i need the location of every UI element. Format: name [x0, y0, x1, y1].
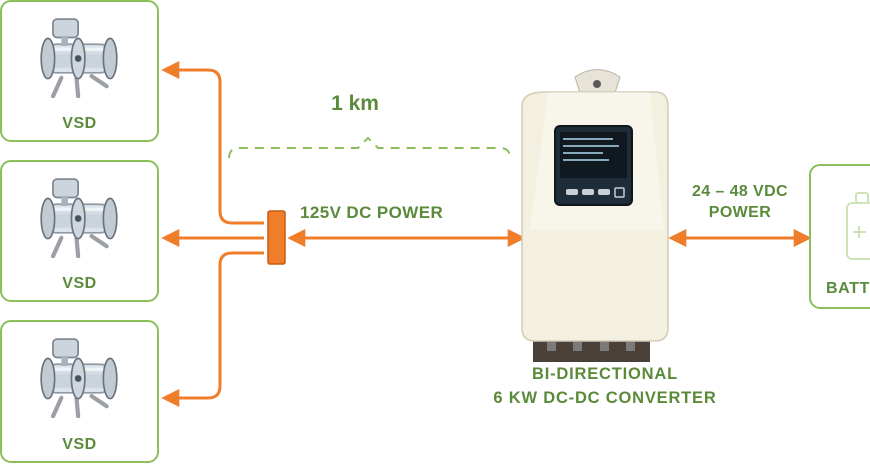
battery-voltage-label: 24 – 48 VDC POWER [675, 181, 805, 223]
converter-label: BI-DIRECTIONAL 6 KW DC-DC CONVERTER [440, 362, 770, 410]
mounting-hole [593, 80, 601, 88]
power-connections [161, 61, 812, 407]
dc-dc-converter [521, 69, 669, 362]
converter-label-line: BI-DIRECTIONAL [532, 365, 678, 383]
arrow-to-vsd-1 [161, 61, 264, 225]
vsd-label: VSD [62, 275, 97, 292]
vsd-label: VSD [62, 115, 97, 132]
vsd-label: VSD [62, 436, 97, 453]
vsd-unit-1 [0, 0, 159, 142]
battery-label: BATT [826, 280, 870, 297]
distance-label: 1 km [331, 92, 379, 115]
converter-label-line: 6 KW DC-DC CONVERTER [493, 389, 717, 407]
battery-icon [846, 192, 870, 260]
distance-bracket [228, 136, 511, 159]
battery-voltage-line: 24 – 48 VDC [691, 183, 788, 200]
bus-power-label: 125V DC POWER [300, 203, 444, 222]
junction-box [267, 210, 286, 265]
battery [809, 164, 870, 309]
vsd-unit-2 [0, 160, 159, 302]
vsd-unit-3 [0, 320, 159, 463]
battery-voltage-line: POWER [708, 204, 772, 221]
arrow-to-vsd-3 [161, 251, 264, 407]
